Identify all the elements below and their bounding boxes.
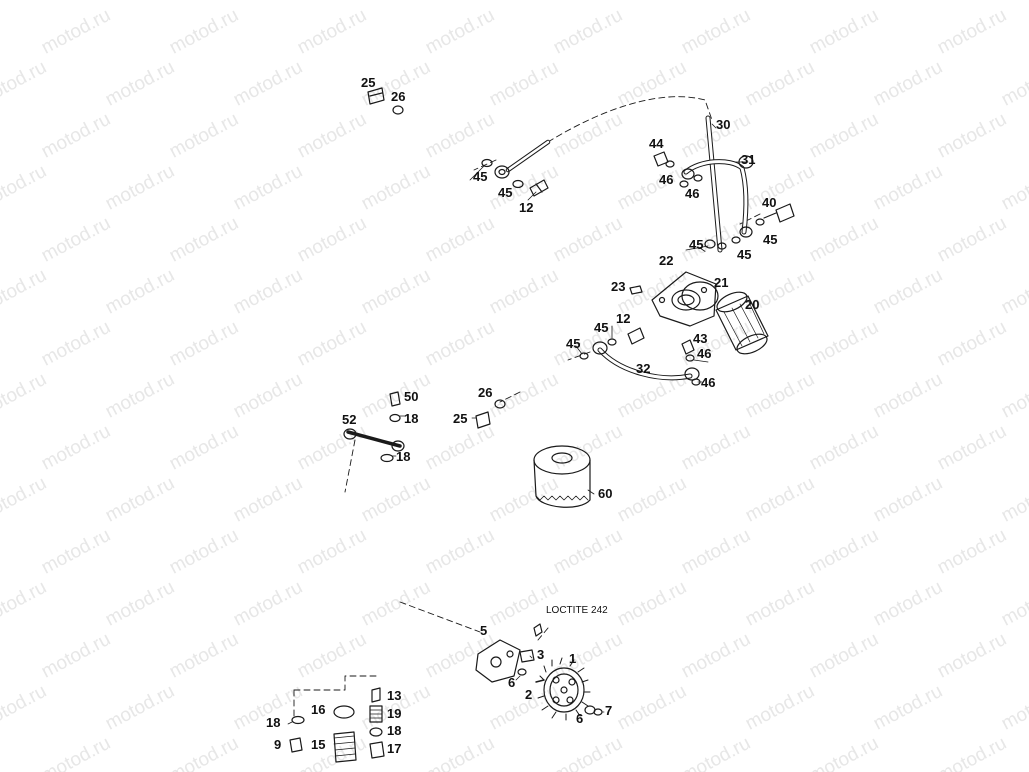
oil-line-30 <box>494 115 723 253</box>
callout-19: 19 <box>387 706 402 721</box>
callout-15: 15 <box>311 737 326 752</box>
callout-26-mid: 26 <box>478 385 493 400</box>
callout-2: 2 <box>525 687 533 702</box>
drive-gear-1 <box>517 657 603 721</box>
callout-45-tl-a: 45 <box>473 169 488 184</box>
callout-40: 40 <box>762 195 777 210</box>
callout-17: 17 <box>387 741 402 756</box>
callout-21: 21 <box>714 275 729 290</box>
callout-45-right: 45 <box>763 232 778 247</box>
callout-12-top: 12 <box>519 200 534 215</box>
callout-52: 52 <box>342 412 357 427</box>
callout-16: 16 <box>311 702 326 717</box>
callout-18-b: 18 <box>396 449 411 464</box>
callout-5: 5 <box>480 623 488 638</box>
oil-pump-5 <box>475 623 543 683</box>
callout-18-d: 18 <box>266 715 281 730</box>
callout-3: 3 <box>537 647 545 662</box>
callout-43: 43 <box>693 331 708 346</box>
connector-52 <box>343 391 405 463</box>
callout-6-b: 6 <box>576 711 584 726</box>
callout-20: 20 <box>745 297 760 312</box>
callout-45-mid: 45 <box>737 247 752 262</box>
loctite-label: LOCTITE 242 <box>546 605 608 616</box>
drain-plug-middle <box>475 399 506 429</box>
callout-12-lower: 12 <box>616 311 631 326</box>
callout-1: 1 <box>569 651 577 666</box>
callout-25-mid: 25 <box>453 411 468 426</box>
oil-filter-60 <box>533 445 591 508</box>
callout-6-a: 6 <box>508 675 516 690</box>
callout-60: 60 <box>598 486 613 501</box>
callout-13: 13 <box>387 688 402 703</box>
callout-50: 50 <box>404 389 419 404</box>
callout-18-c: 18 <box>387 723 402 738</box>
banjo-bolt-12-top <box>481 158 549 197</box>
oil-line-32 <box>579 327 701 386</box>
assembly-dash-lines <box>293 96 761 717</box>
callout-45-tl-b: 45 <box>498 185 513 200</box>
callout-25-top: 25 <box>361 75 376 90</box>
callout-22: 22 <box>659 253 674 268</box>
callout-23: 23 <box>611 279 626 294</box>
callout-45-tube: 45 <box>689 237 704 252</box>
callout-46-c: 46 <box>697 346 712 361</box>
callout-45-lower-b: 45 <box>566 336 581 351</box>
leader-lines <box>287 123 749 725</box>
callout-7: 7 <box>605 703 613 718</box>
callout-18-a: 18 <box>404 411 419 426</box>
callout-46-d: 46 <box>701 375 716 390</box>
relief-valve-parts <box>289 687 385 763</box>
callout-46-b: 46 <box>685 186 700 201</box>
callout-30: 30 <box>716 117 731 132</box>
filter-housing <box>629 271 769 355</box>
drain-plug-top <box>367 87 404 115</box>
callout-46-a: 46 <box>659 172 674 187</box>
callout-31: 31 <box>741 152 756 167</box>
callout-32: 32 <box>636 361 651 376</box>
callout-44: 44 <box>649 136 664 151</box>
oil-line-31 <box>653 151 795 250</box>
callout-45-lower-a: 45 <box>594 320 609 335</box>
callout-26-top: 26 <box>391 89 406 104</box>
callout-9: 9 <box>274 737 282 752</box>
